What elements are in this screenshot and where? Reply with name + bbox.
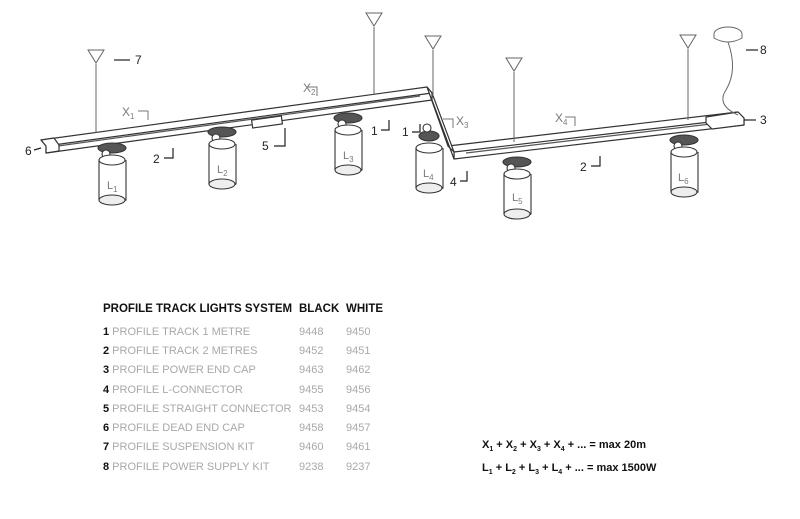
code-black: 9452 <box>299 344 324 357</box>
lamp-4 <box>415 123 444 194</box>
part-name: 1 PROFILE TRACK 1 METRE <box>103 322 299 341</box>
part-name: 8 PROFILE POWER SUPPLY KIT <box>103 457 299 476</box>
part-number: 4 <box>103 383 110 396</box>
table-row: 1 PROFILE TRACK 1 METRE 9448 9450 <box>103 322 386 341</box>
code-black: 9453 <box>299 402 324 415</box>
lamp-label-5: L5 <box>512 192 523 206</box>
code-white: 9456 <box>346 383 371 396</box>
track-left <box>40 86 433 154</box>
callout-6: 6 <box>25 144 32 158</box>
parts-table: PROFILE TRACK LIGHTS SYSTEM BLACK WHITE … <box>103 302 386 476</box>
part-label: PROFILE POWER SUPPLY KIT <box>109 460 270 473</box>
part-label: PROFILE DEAD END CAP <box>109 422 245 435</box>
code-black: 9463 <box>299 364 324 377</box>
header-system-name: PROFILE TRACK LIGHTS SYSTEM <box>103 303 293 315</box>
formula-length-limit: X1 + X2 + X3 + X4 + ... = max 20m <box>482 439 646 454</box>
suspension-kit-3 <box>424 35 442 96</box>
l-connector-corner <box>426 86 455 160</box>
part-number: 5 <box>103 402 110 415</box>
part-name: 7 PROFILE SUSPENSION KIT <box>103 438 299 457</box>
lamp-label-6: L6 <box>678 172 689 186</box>
table-row: 3 PROFILE POWER END CAP 9463 9462 <box>103 361 386 380</box>
limits-formulas: X1 + X2 + X3 + X4 + ... = max 20m L1 + L… <box>482 436 656 482</box>
part-label: PROFILE SUSPENSION KIT <box>109 441 255 454</box>
part-number: 1 <box>103 325 110 338</box>
part-number: 7 <box>103 441 110 454</box>
part-label: PROFILE POWER END CAP <box>109 364 256 377</box>
part-label: PROFILE TRACK 2 METRES <box>109 344 258 357</box>
part-label: PROFILE L-CONNECTOR <box>109 383 243 396</box>
track-right <box>447 111 745 160</box>
header-white: WHITE <box>346 303 384 315</box>
suspension-kit-2 <box>365 12 383 95</box>
callout-1-left: 1 <box>371 124 378 138</box>
table-row: 4 PROFILE L-CONNECTOR 9455 9456 <box>103 380 386 399</box>
table-row: 7 PROFILE SUSPENSION KIT 9460 9461 <box>103 438 386 457</box>
table-header-row: PROFILE TRACK LIGHTS SYSTEM BLACK WHITE <box>103 302 386 322</box>
code-white: 9237 <box>346 460 371 473</box>
power-end-cap <box>705 111 745 130</box>
part-label: PROFILE STRAIGHT CONNECTOR <box>109 402 292 415</box>
track-system-diagram: L1 L2 L3 L4 L5 L6 X1 X2 X3 X4 7 8 6 3 2 … <box>25 12 767 220</box>
code-white: 9454 <box>346 402 371 415</box>
code-black: 9455 <box>299 383 324 396</box>
power-supply-kit <box>713 26 743 116</box>
part-number: 8 <box>103 460 110 473</box>
code-white: 9457 <box>346 422 371 435</box>
lamp-2 <box>207 126 237 190</box>
callout-2-left: 2 <box>153 152 160 166</box>
part-name: 3 PROFILE POWER END CAP <box>103 361 299 380</box>
header-black: BLACK <box>299 303 340 315</box>
code-black: 9448 <box>299 325 324 338</box>
lamp-5 <box>502 156 532 220</box>
dimension-x1: X1 <box>122 105 135 121</box>
dimension-x4: X4 <box>555 111 568 127</box>
code-white: 9462 <box>346 364 371 377</box>
part-name: 2 PROFILE TRACK 2 METRES <box>103 341 299 360</box>
code-black: 9458 <box>299 422 324 435</box>
callout-3: 3 <box>760 113 767 127</box>
code-white: 9461 <box>346 441 371 454</box>
part-number: 3 <box>103 364 110 377</box>
part-name: 4 PROFILE L-CONNECTOR <box>103 380 299 399</box>
formula-power-limit: L1 + L2 + L3 + L4 + ... = max 1500W <box>482 462 657 477</box>
lamp-label-1: L1 <box>107 180 118 194</box>
code-white: 9451 <box>346 344 371 357</box>
suspension-kit-5 <box>679 34 697 120</box>
lamp-6 <box>669 134 699 198</box>
code-black: 9460 <box>299 441 324 454</box>
dimension-x2: X2 <box>303 81 316 97</box>
part-number: 2 <box>103 344 110 357</box>
lamp-3 <box>333 112 363 176</box>
suspension-kit-1 <box>87 49 105 133</box>
part-label: PROFILE TRACK 1 METRE <box>109 325 251 338</box>
lamp-label-2: L2 <box>217 164 228 178</box>
part-name: 6 PROFILE DEAD END CAP <box>103 418 299 437</box>
lamp-label-4: L4 <box>423 168 434 182</box>
straight-connector <box>250 115 284 129</box>
callout-1-right: 1 <box>402 125 409 139</box>
code-black: 9238 <box>299 460 324 473</box>
suspension-kit-4 <box>505 57 523 142</box>
callout-7: 7 <box>135 53 142 67</box>
table-row: 6 PROFILE DEAD END CAP 9458 9457 <box>103 418 386 437</box>
callout-2-right: 2 <box>580 160 587 174</box>
table-row: 5 PROFILE STRAIGHT CONNECTOR 9453 9454 <box>103 399 386 418</box>
lamp-label-3: L3 <box>343 150 354 164</box>
table-row: 8 PROFILE POWER SUPPLY KIT 9238 9237 <box>103 457 386 476</box>
dimension-x3: X3 <box>456 114 469 130</box>
table-row: 2 PROFILE TRACK 2 METRES 9452 9451 <box>103 341 386 360</box>
code-white: 9450 <box>346 325 371 338</box>
callout-4: 4 <box>450 175 457 189</box>
part-name: 5 PROFILE STRAIGHT CONNECTOR <box>103 399 299 418</box>
callout-5: 5 <box>262 139 269 153</box>
lamp-1 <box>97 142 127 206</box>
dead-end-cap <box>40 137 60 154</box>
callout-8: 8 <box>760 43 767 57</box>
part-number: 6 <box>103 422 110 435</box>
